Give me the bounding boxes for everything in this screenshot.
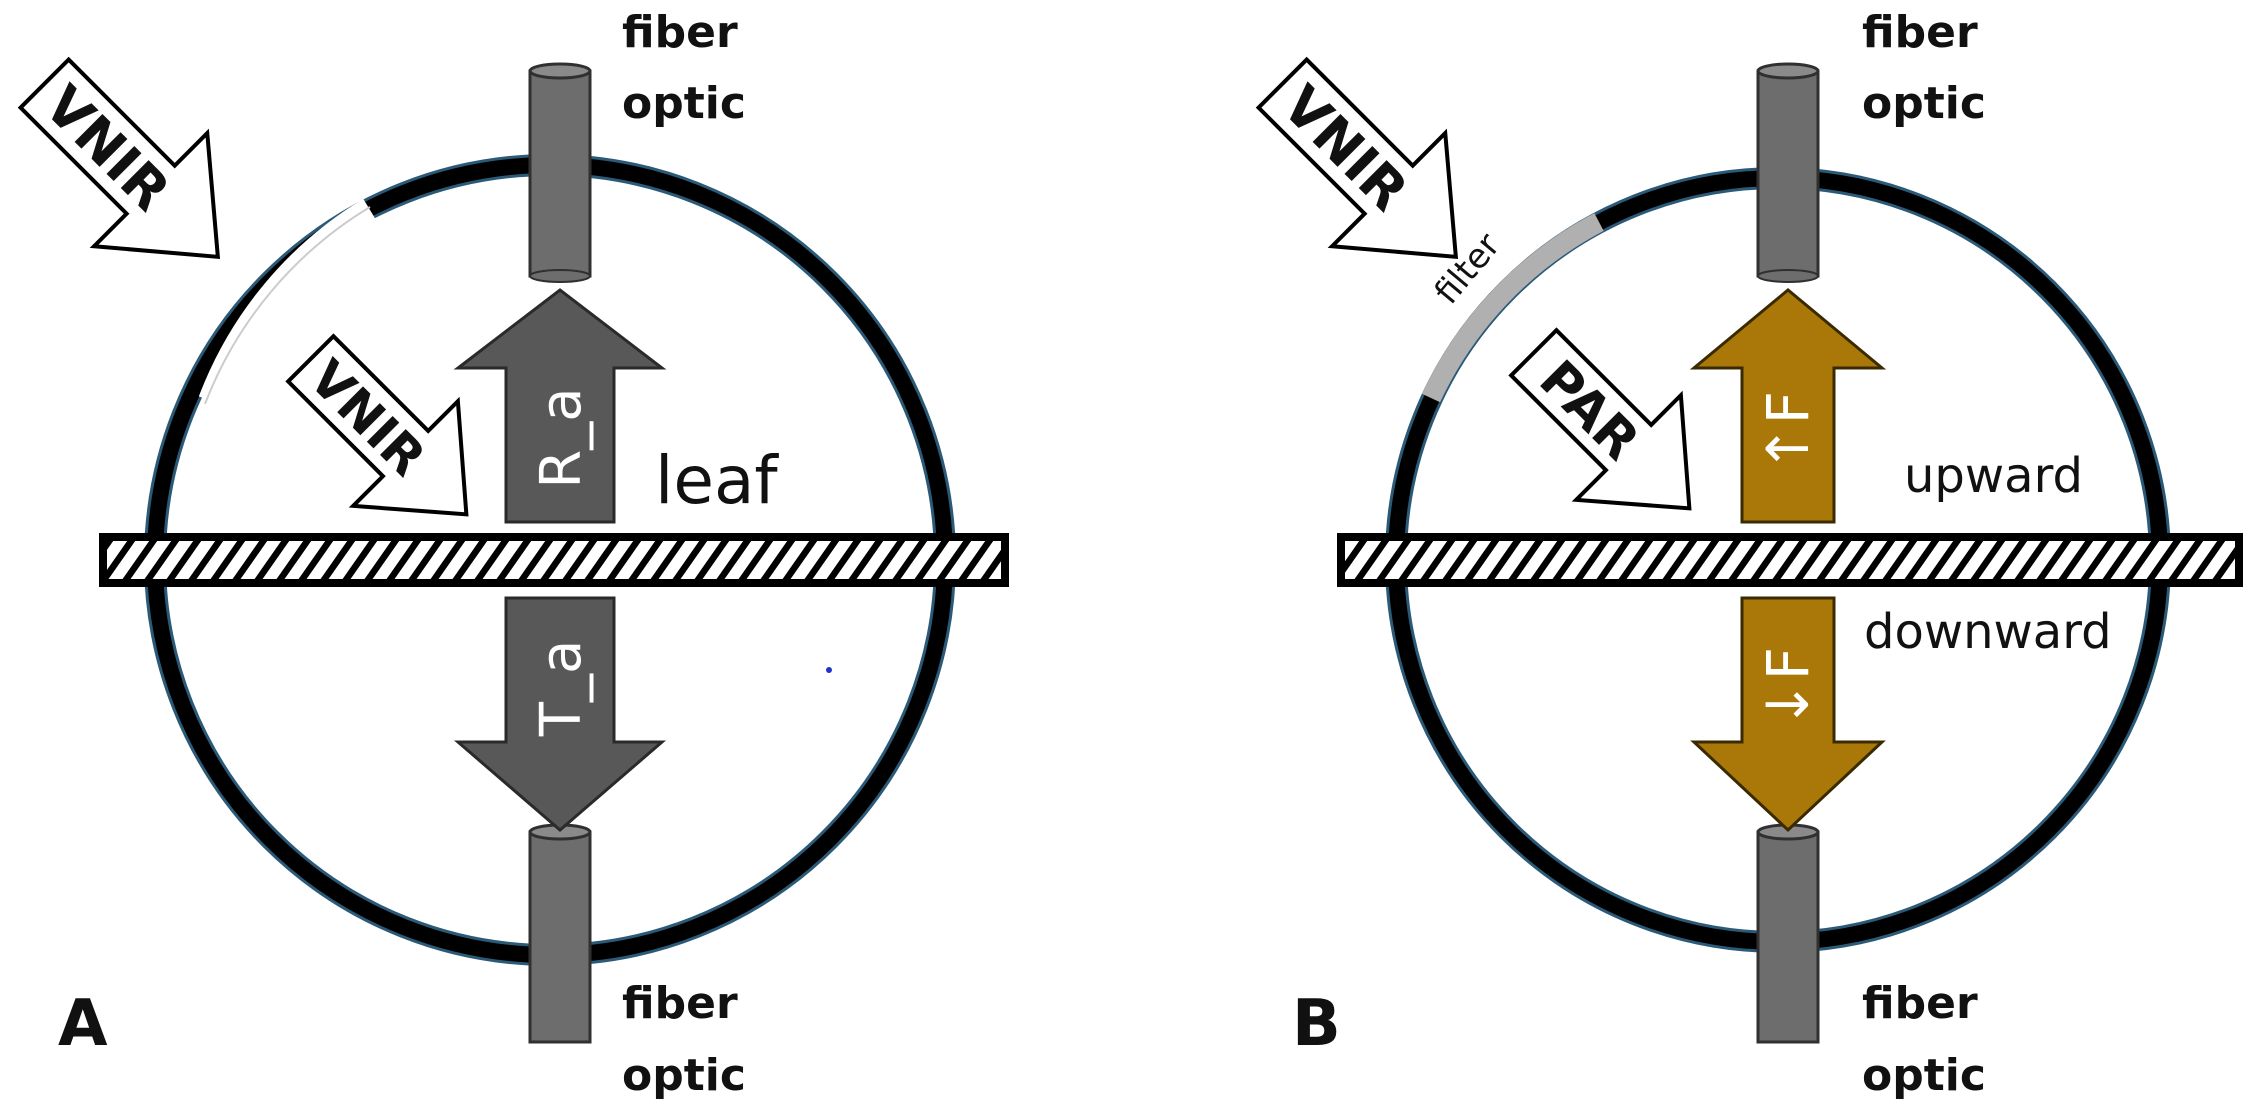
panel-a-label: A <box>58 987 108 1061</box>
sample-bar-b <box>1337 533 2243 587</box>
fiber-optic-top-b <box>1756 62 1820 283</box>
leaf-label: leaf <box>655 442 779 519</box>
reflectance-label: R_a <box>529 387 594 488</box>
par-arrow: PAR <box>1508 327 1692 511</box>
fiber-bottom-a-line1: fiber <box>622 978 738 1029</box>
downward-fluorescence-arrow: ↓F <box>1690 596 1886 833</box>
upward-fluorescence-arrow: ↑F <box>1689 288 1887 524</box>
transmittance-arrow: T_a <box>453 596 667 832</box>
panel-b: ↑F ↓F VNIR PAR filter upward downward fi… <box>1255 7 2243 1101</box>
marker-dot <box>826 667 832 673</box>
upward-label: upward <box>1904 448 2083 504</box>
fiber-optic-top-a <box>528 62 592 283</box>
open-port-a <box>198 198 377 406</box>
upward-fluorescence-label: ↑F <box>1754 391 1822 473</box>
outer-vnir-arrow: VNIR <box>17 56 221 260</box>
fiber-bottom-a-line2: optic <box>622 1050 746 1101</box>
fiber-optic-bottom-b <box>1756 823 1820 1044</box>
inner-vnir-arrow: VNIR <box>285 333 469 517</box>
fiber-bottom-b-line2: optic <box>1862 1050 1986 1101</box>
fiber-top-a-line2: optic <box>622 78 746 129</box>
fiber-top-a-line1: fiber <box>622 7 738 58</box>
downward-fluorescence-label: ↓F <box>1754 647 1822 729</box>
downward-label: downward <box>1864 604 2112 660</box>
leaf-sample-bar <box>99 533 1009 587</box>
fiber-top-b-line2: optic <box>1862 78 1986 129</box>
panel-a: R_a T_a VNIR VNIR leaf fiber optic fiber… <box>17 7 1009 1101</box>
fiber-top-b-line1: fiber <box>1862 7 1978 58</box>
fiber-optic-bottom-a <box>528 823 592 1044</box>
panel-b-label: B <box>1292 987 1341 1061</box>
filter-segment <box>1421 213 1604 403</box>
transmittance-label: T_a <box>529 640 594 738</box>
reflectance-arrow: R_a <box>453 288 667 524</box>
fiber-bottom-b-line1: fiber <box>1862 978 1978 1029</box>
